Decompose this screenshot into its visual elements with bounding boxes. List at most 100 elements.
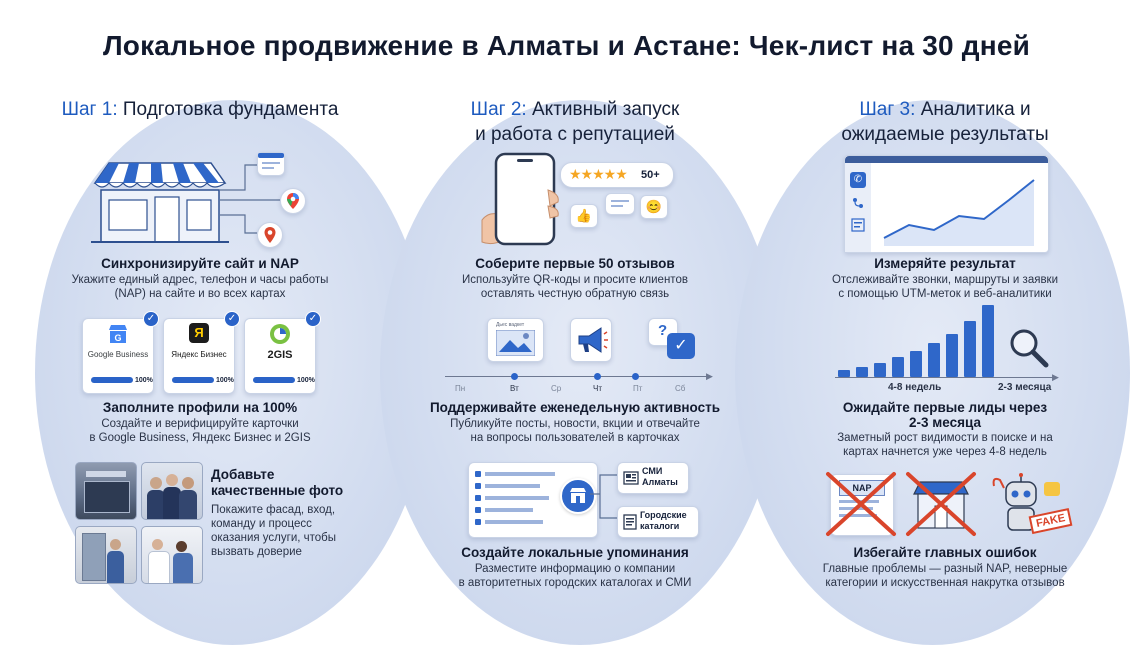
- 2gis-progress-value: 100%: [297, 377, 315, 384]
- phone-hand-illustration: [481, 152, 559, 246]
- post-card-label: Дьес вадкет: [496, 322, 525, 328]
- day-label-6: Сб: [675, 384, 686, 393]
- stars-bubble: ★★★★★ 50+: [560, 162, 674, 188]
- leads-text: Заметный рост видимости в поиске и на ка…: [765, 431, 1125, 459]
- bar-chart-axis: [835, 377, 1055, 378]
- chat-bubble: [605, 193, 635, 215]
- mistakes-text: Главные проблемы — разный NAP, неверные …: [765, 562, 1125, 590]
- step-1-prefix: Шаг 1:: [61, 99, 118, 120]
- browser-icon: [257, 152, 285, 176]
- reviews-heading: Соберите первые 50 отзывов: [475, 256, 675, 271]
- step-2-heading: Шаг 2: Активный запуск и работа с репута…: [395, 97, 755, 147]
- rating-stars-icon: ★★★★★: [569, 166, 628, 182]
- leads-text-line2: картах начнется уже через 4-8 недель: [843, 446, 1047, 458]
- mention-tag-catalogs-label: Городские каталоги: [640, 510, 687, 531]
- google-business-label: Google Business: [87, 350, 149, 359]
- step-3-title-line2: ожидаемые результаты: [841, 124, 1049, 145]
- google-business-icon: G: [109, 325, 127, 343]
- timeline-arrow-icon: ▶: [706, 371, 713, 381]
- step-1-title: Подготовка фундамента: [122, 99, 339, 120]
- mention-tag-media-label: СМИ Алматы: [642, 466, 678, 487]
- 2gis-icon: [270, 324, 290, 344]
- measure-text-line2: с помощью UTM-меток и веб-аналитики: [838, 288, 1052, 300]
- phone-icon: ✆: [850, 172, 866, 188]
- reviews-text-line1: Используйте QR-коды и просите клиентов: [462, 274, 688, 286]
- result-bar: [946, 334, 958, 377]
- newspaper-icon: [623, 471, 639, 485]
- step-1-heading: Шаг 1: Подготовка фундамента: [20, 97, 380, 122]
- result-bar: [982, 305, 994, 377]
- answer-check-icon: ✓: [667, 333, 695, 359]
- mistakes-text-line2: категории и искусственная накрутка отзыв…: [825, 577, 1065, 589]
- photo-facade: [75, 462, 137, 520]
- catalog-icon: [623, 514, 637, 530]
- activity-text: Публикуйте посты, новости, вкции и отвеч…: [395, 417, 755, 445]
- thumbs-up-bubble: 👍: [570, 204, 598, 228]
- leads-heading-line1: Ожидайте первые лиды через: [842, 400, 1048, 415]
- photos-heading-line1: Добавьте: [211, 467, 275, 482]
- step-3-title-line1: Аналитика и: [920, 99, 1031, 120]
- nap-cross-icon: [826, 472, 896, 536]
- profile-card-yandex: Я Яндекс Бизнес 100%: [163, 318, 235, 394]
- nap-text-line2: (NAP) на сайте и во всех картах: [114, 288, 286, 300]
- axis-arrow-icon: ▶: [1052, 372, 1059, 382]
- svg-text:G: G: [114, 333, 121, 343]
- step-2-title-line2: и работа с репутацией: [475, 124, 675, 145]
- form-icon: [851, 218, 865, 232]
- result-bar: [910, 351, 922, 377]
- photo-entrance: [75, 526, 137, 584]
- profiles-text-line1: Создайте и верифицируйте карточки: [101, 418, 299, 430]
- period-label-short: 4-8 недель: [888, 382, 942, 393]
- mistakes-text-line1: Главные проблемы — разный NAP, неверные: [822, 563, 1068, 575]
- result-bar: [838, 370, 850, 377]
- analytics-dashboard: ✆: [844, 155, 1049, 253]
- period-label-long: 2-3 месяца: [998, 382, 1052, 393]
- photos-text-line3: оказания услуги, чтобы: [211, 532, 337, 544]
- mentions-text-line1: Разместите информацию о компании: [474, 563, 676, 575]
- megaphone-icon: [578, 327, 608, 353]
- photos-text-line1: Покажите фасад, вход,: [211, 504, 336, 516]
- reviews-count-badge: 50+: [641, 169, 660, 181]
- timeline-dot-3: [632, 373, 639, 380]
- yandex-progress-value: 100%: [216, 377, 234, 384]
- route-icon: [853, 198, 863, 208]
- photos-heading-line2: качественные фото: [211, 483, 344, 498]
- day-label-1: Пн: [455, 384, 466, 393]
- mentions-text: Разместите информацию о компании в автор…: [395, 562, 755, 590]
- thumbs-up-icon: 👍: [575, 208, 593, 223]
- day-label-2: Вт: [510, 384, 519, 393]
- mention-tag-catalogs: Городские каталоги: [617, 506, 699, 538]
- week-timeline: [445, 376, 710, 377]
- image-icon: [496, 330, 535, 356]
- 2gis-progress-bar: [253, 377, 295, 383]
- magnifier-icon: [1010, 329, 1049, 368]
- result-bar: [856, 367, 868, 377]
- google-check-icon: ✓: [143, 311, 159, 327]
- smile-bubble: 😊: [640, 195, 668, 219]
- photos-heading: Добавьте качественные фото: [211, 467, 361, 499]
- step-2-prefix: Шаг 2:: [470, 99, 527, 120]
- photos-text-line2: команду и процесс: [211, 518, 312, 530]
- mentions-heading: Создайте локальные упоминания: [461, 545, 689, 560]
- step-3-prefix: Шаг 3:: [859, 99, 916, 120]
- profiles-text: Создайте и верифицируйте карточки в Goog…: [20, 417, 380, 445]
- activity-heading: Поддерживайте еженедельную активность: [429, 400, 721, 415]
- photos-text-line4: вызвать доверие: [211, 546, 302, 558]
- result-bar: [874, 363, 886, 377]
- activity-text-line2: на вопросы пользователей в карточках: [470, 432, 680, 444]
- leads-text-line1: Заметный рост видимости в поиске и на: [837, 432, 1053, 444]
- yandex-logo-icon: Я: [189, 323, 209, 343]
- growth-line-chart: [883, 179, 1035, 246]
- store-hub-icon: [560, 478, 596, 514]
- google-maps-icon: [280, 188, 306, 214]
- nap-heading: Синхронизируйте сайт и NAP: [101, 256, 299, 271]
- chat-lines-icon: [611, 200, 629, 207]
- measure-heading: Измеряйте результат: [874, 256, 1016, 271]
- measure-text-line1: Отслеживайте звонки, маршруты и заявки: [831, 274, 1059, 286]
- yandex-check-icon: ✓: [224, 311, 240, 327]
- megaphone-card: [570, 318, 612, 362]
- profiles-heading: Заполните профили на 100%: [102, 400, 298, 415]
- step-3-heading: Шаг 3: Аналитика и ожидаемые результаты: [765, 97, 1125, 147]
- nap-text: Укажите единый адрес, телефон и часы раб…: [20, 273, 380, 301]
- reviews-text: Используйте QR-коды и просите клиентов о…: [395, 273, 755, 301]
